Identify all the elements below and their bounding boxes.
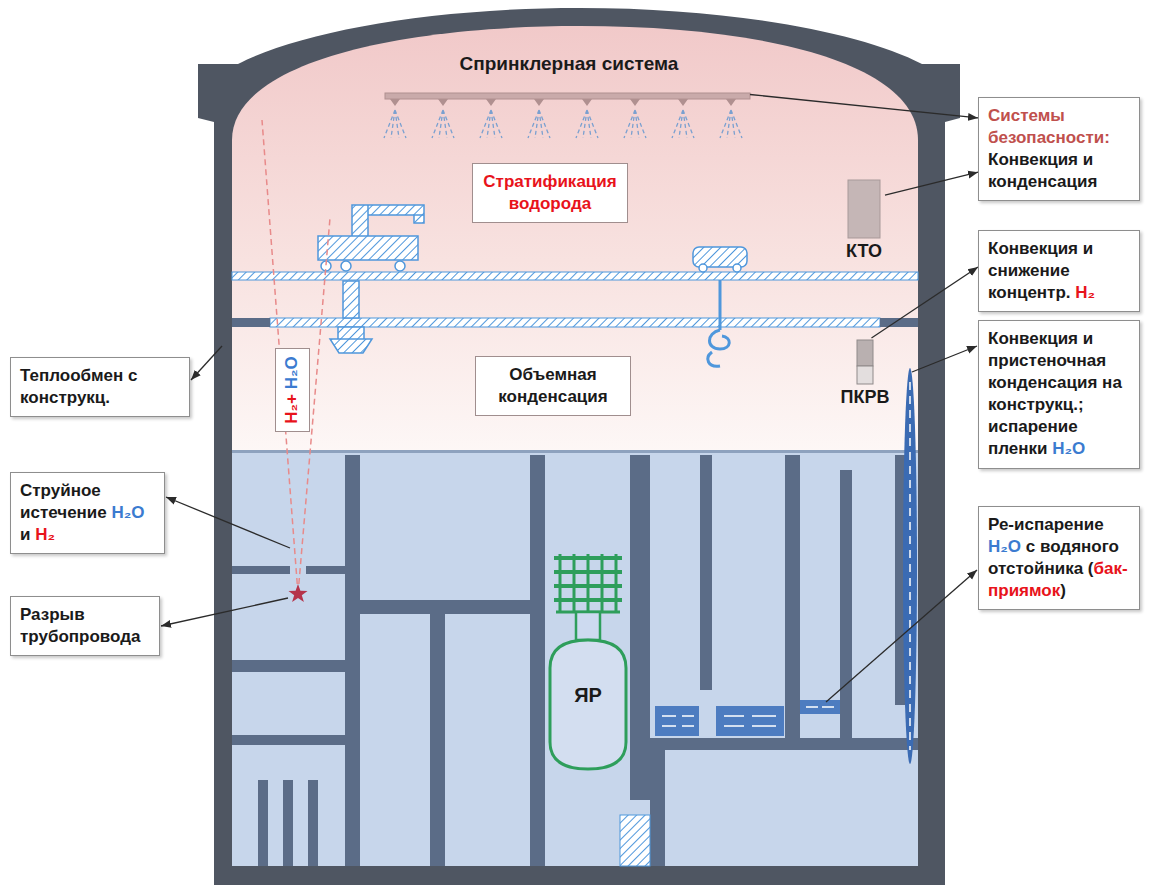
pipe-break-callout: Разрыв трубопровода (10, 596, 160, 656)
recombiner-unit: КТО (843, 178, 885, 263)
text-run: H₂+ (282, 394, 301, 424)
text-run: H₂ (1075, 283, 1095, 302)
containment-wall (198, 8, 960, 885)
crane-wheel (341, 261, 351, 271)
sprinkler-nozzles (390, 99, 736, 106)
wall-water-film (903, 368, 917, 764)
sprinkler-pipe (385, 93, 750, 99)
box-text: Конвекция и снижение концентр. H₂ (988, 238, 1130, 304)
sump-callout: Ре-испарение H₂O с водяного отстойника (… (978, 506, 1140, 610)
crane-rail (270, 318, 880, 327)
drive-bar (554, 570, 622, 574)
recombiner-callout: Конвекция и снижение концентр. H₂ (978, 230, 1140, 312)
box-body-text: Конвекция и конденсация (988, 149, 1130, 193)
containment-interior (232, 26, 918, 866)
recombiner-icon (843, 178, 885, 240)
lower-compartments (232, 452, 918, 866)
recombiner-body (848, 180, 880, 238)
reactor-neck (576, 612, 600, 640)
box-text: Струйное истечение H₂O и H₂ (20, 480, 155, 546)
leader-line (166, 497, 290, 548)
wall-condensation-callout: Конвекция и пристеночная конденсация на … (978, 320, 1140, 469)
text-run: Струйное истечение (20, 481, 111, 522)
jet-callout: Струйное истечение H₂O и H₂ (10, 472, 165, 554)
pipe-break-star (289, 584, 308, 602)
leader-line (191, 346, 222, 380)
drive-rod (573, 554, 576, 612)
box-text: Конвекция и пристеночная конденсация на … (988, 328, 1130, 461)
vertical-label: H₂+ H₂O (281, 356, 303, 424)
safety-callout: Системы безопасности:Конвекция и конденс… (978, 97, 1140, 201)
pkrv-lower (857, 366, 873, 384)
crane-rail (232, 272, 918, 280)
crane-wheel (699, 264, 707, 272)
box-text: Ре-испарение H₂O с водяного отстойника (… (988, 514, 1130, 602)
text-run (282, 389, 301, 394)
stratification-box: Стратификация водорода (472, 163, 628, 223)
floor-line (232, 450, 918, 453)
text-run: H₂O (111, 503, 144, 522)
text-run: и (20, 525, 35, 544)
drive-bar (554, 556, 622, 560)
drive-rod (559, 554, 562, 612)
box-text: Системы безопасности: (988, 105, 1130, 149)
pkrv-upper (857, 340, 873, 366)
pkrv-icon (838, 338, 892, 386)
text-run: H₂O (1052, 439, 1085, 458)
crane-hook (330, 281, 372, 353)
box-text: Разрыв трубопровода (20, 604, 150, 648)
jet-mixture-box: H₂+ H₂O (275, 348, 310, 432)
drive-bar (554, 584, 622, 588)
reactor-vessel: ЯР (546, 550, 630, 772)
text-run: H₂O (988, 537, 1021, 556)
drive-bar (554, 598, 622, 602)
box-text: Спринклерная система (388, 52, 750, 77)
hatched-block (620, 815, 650, 866)
sump-water (655, 706, 699, 736)
heat-exchange-callout: Теплообмен с конструкц. (10, 357, 190, 417)
compartment-walls (232, 455, 918, 866)
drive-rod (587, 554, 590, 612)
box-text: ПКРВ (838, 386, 892, 409)
drive-rod (615, 554, 618, 612)
box-text: ЯР (546, 682, 630, 708)
reactor-outline (546, 550, 630, 772)
rail-support (232, 318, 270, 327)
box-text: Теплообмен с конструкц. (20, 365, 180, 409)
leader-line (161, 598, 288, 626)
leader-line (912, 346, 977, 372)
sprinkler-spray (384, 110, 742, 138)
crane-hook (708, 280, 729, 366)
text-run: ) (1060, 581, 1066, 600)
connector-arrow (750, 95, 978, 118)
leader-line (826, 570, 977, 702)
text-run: H₂O (282, 356, 301, 389)
pkrv-unit: ПКРВ (838, 338, 892, 409)
polar-crane (318, 205, 424, 260)
film-dashes (909, 382, 911, 750)
jet-cone (262, 120, 330, 594)
sump-water (716, 706, 784, 736)
crane-wheel (395, 261, 405, 271)
water-waves (662, 707, 834, 726)
box-text: Стратификация водорода (481, 171, 619, 215)
text-run: Ре-испарение (988, 515, 1104, 534)
box-text: КТО (843, 240, 885, 263)
sprinkler-label: Спринклерная система (388, 52, 750, 102)
text-run: Конвекция и пристеночная конденсация на … (988, 329, 1122, 458)
connector-arrow (885, 172, 978, 195)
box-text: Объемная конденсация (484, 364, 622, 408)
crane-wheel (733, 264, 741, 272)
condensation-box: Объемная конденсация (475, 356, 631, 416)
text-run: H₂ (35, 525, 55, 544)
connector-arrow (871, 267, 978, 338)
control-rod-drives (554, 554, 622, 612)
drive-rod (601, 554, 604, 612)
